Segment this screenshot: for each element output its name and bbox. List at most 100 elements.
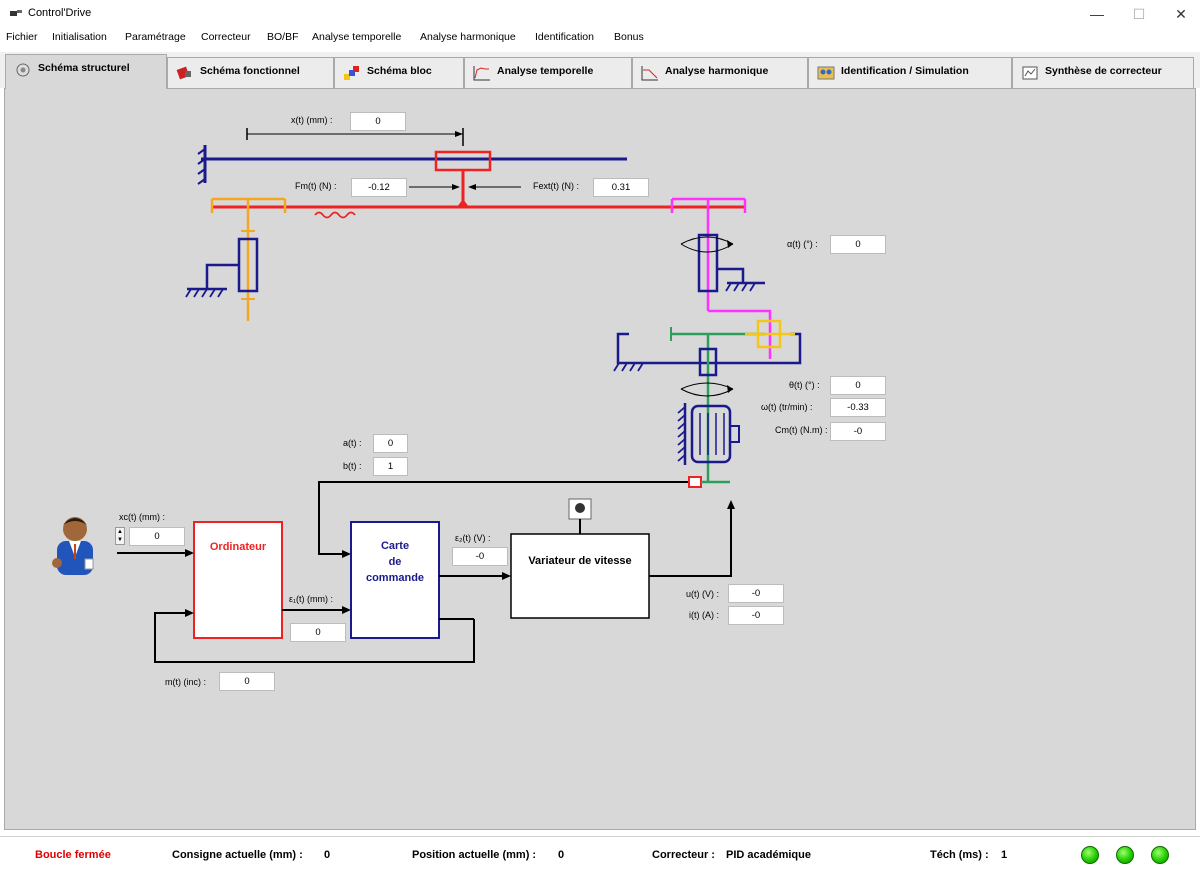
b-value-field: 1 (373, 457, 408, 476)
position-value: 0 (558, 849, 565, 861)
xc-input[interactable]: 0 (129, 527, 185, 546)
eps2-value-field: -0 (452, 547, 508, 566)
xc-label: xc(t) (mm) : (119, 512, 165, 522)
structural-diagram (52, 128, 802, 663)
a-value-field: 0 (373, 434, 408, 453)
tab-synthese-correcteur[interactable]: Synthèse de correcteur (1012, 57, 1194, 88)
right-pulley (670, 197, 772, 359)
tab-schema-fonctionnel[interactable]: Schéma fonctionnel (167, 57, 334, 88)
tab-label: Synthèse de correcteur (1045, 65, 1162, 77)
status-led-2 (1116, 846, 1134, 864)
force-arrows (409, 184, 521, 190)
encoder (688, 476, 730, 488)
tab-label: Schéma structurel (38, 62, 130, 74)
menu-initialisation[interactable]: Initialisation (52, 31, 107, 43)
menu-analyse-harmonique[interactable]: Analyse harmonique (420, 31, 516, 43)
identification-icon (817, 66, 835, 80)
fm-value-field: -0.12 (351, 178, 407, 197)
theta-label: θ(t) (°) : (789, 380, 820, 390)
variateur-block (510, 533, 650, 619)
u-label: u(t) (V) : (686, 589, 719, 599)
minimize-button[interactable]: — (1090, 6, 1104, 22)
tech-label: Téch (ms) : (930, 849, 989, 861)
i-label: i(t) (A) : (689, 610, 719, 620)
status-led-1 (1081, 846, 1099, 864)
belt (212, 205, 745, 219)
loop-mode-status: Boucle fermée (35, 849, 111, 861)
carte-label-line3: commande (365, 572, 425, 584)
x-label: x(t) (mm) : (291, 115, 333, 125)
alpha-value-field: 0 (830, 235, 886, 254)
menu-parametrage[interactable]: Paramétrage (125, 31, 186, 43)
x-value-field: 0 (350, 112, 406, 131)
app-icon (10, 10, 22, 16)
fext-value-field: 0.31 (593, 178, 649, 197)
cm-label: Cm(t) (N.m) : (775, 425, 828, 435)
a-label: a(t) : (343, 438, 362, 448)
consigne-value: 0 (324, 849, 331, 861)
motor (677, 403, 740, 465)
block-icon (344, 66, 359, 80)
tab-identification-simulation[interactable]: Identification / Simulation (808, 57, 1012, 88)
tab-schema-bloc[interactable]: Schéma bloc (334, 57, 464, 88)
ordinateur-label: Ordinateur (209, 541, 267, 553)
carte-label-line2: de (388, 556, 402, 568)
menu-bo-bf[interactable]: BO/BF (267, 31, 299, 43)
carte-label-line1: Carte (380, 540, 410, 552)
omega-value-field: -0.33 (830, 398, 886, 417)
m-label: m(t) (inc) : (165, 677, 206, 687)
correcteur-label: Correcteur : (652, 849, 715, 861)
variateur-label: Variateur de vitesse (528, 555, 632, 567)
fext-label: Fext(t) (N) : (533, 181, 579, 191)
window-title: Control'Drive (28, 7, 92, 19)
structure-icon (16, 63, 30, 77)
tab-strip: Schéma structurel Schéma fonctionnel Sch… (0, 52, 1200, 89)
tab-label: Analyse harmonique (665, 65, 769, 77)
i-value-field: -0 (728, 606, 784, 625)
tech-value: 1 (1001, 849, 1008, 861)
b-label: b(t) : (343, 461, 362, 471)
cm-value-field: -0 (830, 422, 886, 441)
menu-bonus[interactable]: Bonus (614, 31, 644, 43)
x-dimension (246, 128, 464, 146)
alpha-label: α(t) (°) : (787, 239, 818, 249)
schema-structurel-panel: x(t) (mm) : 0 Fm(t) (N) : -0.12 Fext(t) … (4, 88, 1196, 830)
m-value-field: 0 (219, 672, 275, 691)
eps2-label: ε₂(t) (V) : (455, 533, 491, 543)
slider-rail (197, 145, 627, 185)
title-bar: Control'Drive — ☐ ✕ (0, 0, 1200, 28)
arrow-heads (185, 500, 735, 617)
tab-label: Identification / Simulation (841, 65, 969, 77)
omega-label: ω(t) (tr/min) : (761, 402, 813, 412)
correcteur-value: PID académique (726, 849, 811, 861)
fm-label: Fm(t) (N) : (295, 181, 337, 191)
tab-label: Analyse temporelle (497, 65, 594, 77)
tab-analyse-harmonique[interactable]: Analyse harmonique (632, 57, 808, 88)
left-pulley (185, 197, 287, 321)
carriage (434, 150, 492, 207)
consigne-label: Consigne actuelle (mm) : (172, 849, 303, 861)
tab-schema-structurel[interactable]: Schéma structurel (5, 54, 167, 89)
close-button[interactable]: ✕ (1175, 6, 1187, 22)
position-label: Position actuelle (mm) : (412, 849, 537, 861)
maximize-button[interactable]: ☐ (1132, 6, 1146, 22)
corrector-icon (1022, 66, 1038, 80)
eps1-label: ε₁(t) (mm) : (289, 594, 334, 604)
eps1-value-field: 0 (290, 623, 346, 642)
step-response-icon (473, 66, 490, 81)
gear-train (613, 319, 802, 481)
menu-correcteur[interactable]: Correcteur (201, 31, 251, 43)
tab-label: Schéma fonctionnel (200, 65, 300, 77)
tab-label: Schéma bloc (367, 65, 432, 77)
xc-spinner[interactable]: ▲▼ (115, 527, 125, 545)
status-led-3 (1151, 846, 1169, 864)
menu-identification[interactable]: Identification (535, 31, 594, 43)
tab-analyse-temporelle[interactable]: Analyse temporelle (464, 57, 632, 88)
functional-icon (176, 66, 191, 80)
menu-bar: Fichier Initialisation Paramétrage Corre… (0, 28, 1200, 48)
menu-analyse-temporelle[interactable]: Analyse temporelle (312, 31, 402, 43)
operator-avatar (52, 517, 94, 575)
theta-value-field: 0 (830, 376, 886, 395)
menu-fichier[interactable]: Fichier (6, 31, 38, 43)
signal-arrows (117, 481, 732, 663)
